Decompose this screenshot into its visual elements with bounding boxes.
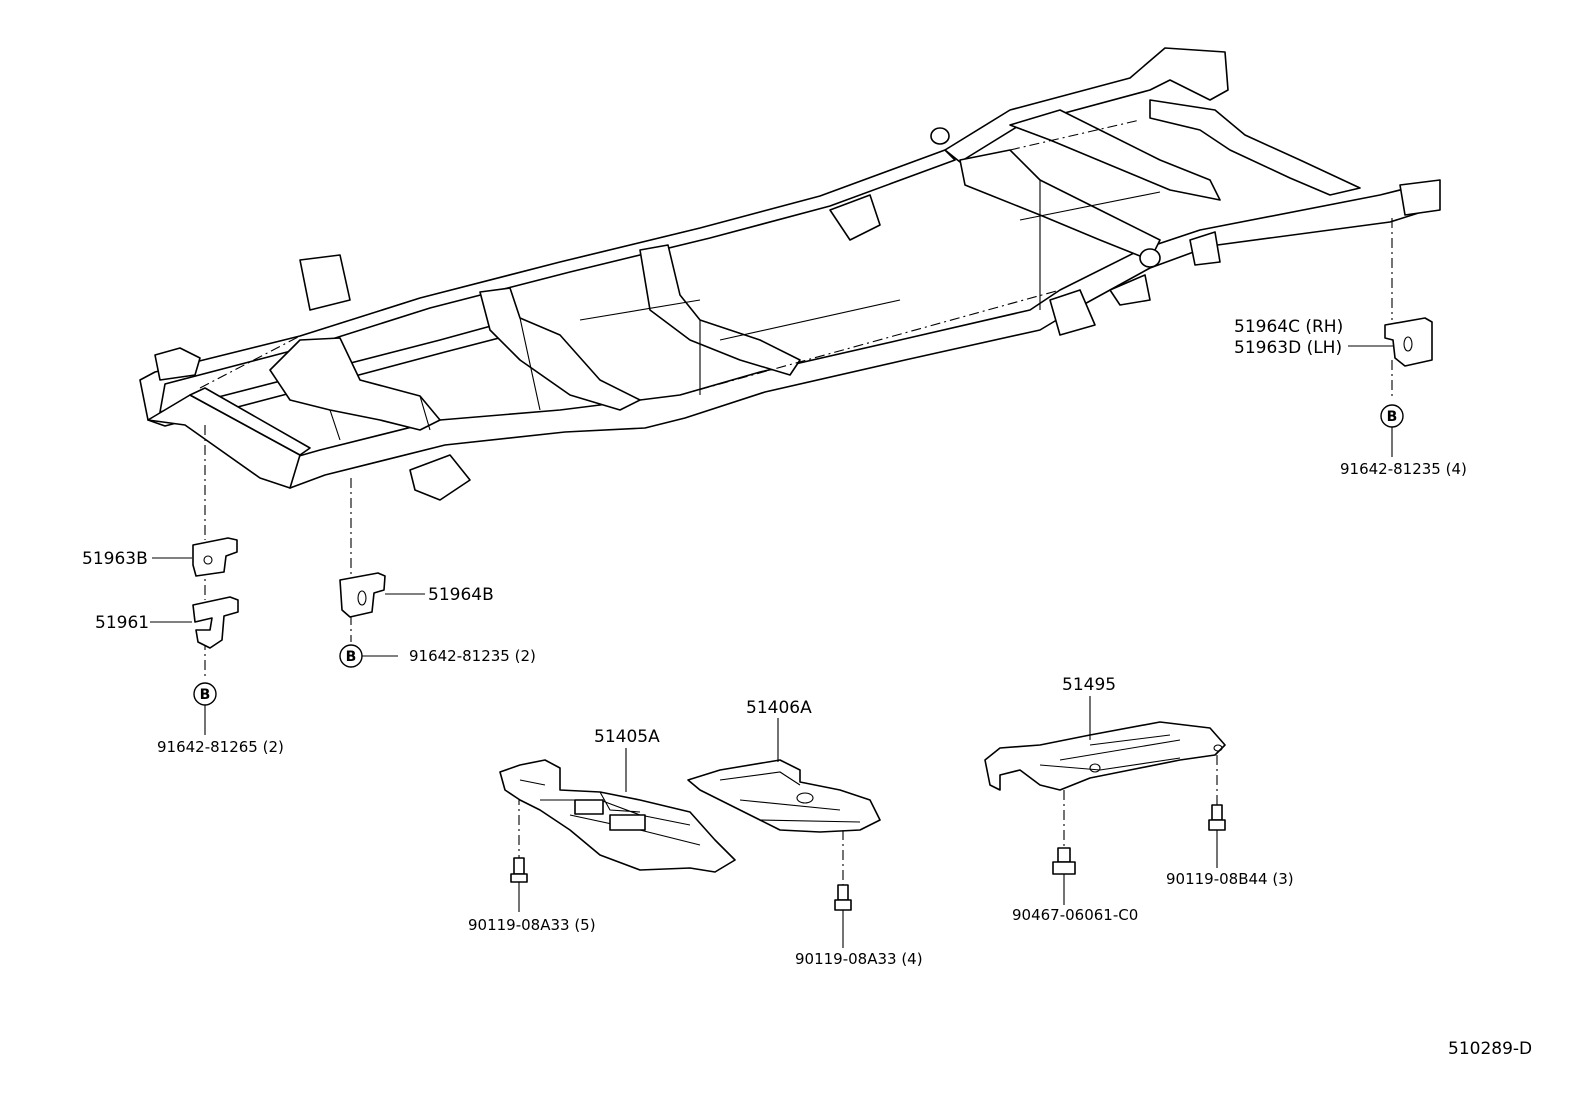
hook-51961 bbox=[192, 596, 239, 649]
label-51963D: 51963D (LH) bbox=[1234, 338, 1342, 358]
label-screw-rear-left: 90467-06061-C0 bbox=[1012, 906, 1138, 924]
label-51405A: 51405A bbox=[594, 727, 660, 747]
label-screw-front: 90119-08A33 (5) bbox=[468, 916, 596, 934]
screw-rear-right bbox=[1208, 804, 1226, 868]
label-bolt-rear: 91642-81235 (4) bbox=[1340, 460, 1467, 478]
bracket-51964C bbox=[1384, 317, 1433, 367]
label-51495: 51495 bbox=[1062, 675, 1116, 695]
label-51406A: 51406A bbox=[746, 698, 812, 718]
badge-b-mid: B bbox=[339, 644, 363, 668]
label-screw-mid: 90119-08A33 (4) bbox=[795, 950, 923, 968]
label-51964C: 51964C (RH) bbox=[1234, 317, 1343, 337]
leader-lines bbox=[204, 218, 1393, 885]
screw-front bbox=[510, 857, 528, 912]
screw-rear-left bbox=[1052, 847, 1076, 905]
label-51964B: 51964B bbox=[428, 585, 494, 605]
bracket-51963B bbox=[192, 537, 238, 577]
svg-text:B: B bbox=[346, 649, 357, 665]
cover-51405A bbox=[499, 759, 736, 873]
label-bolt-mid: 91642-81235 (2) bbox=[409, 647, 536, 665]
diagram-id: 510289-D bbox=[1448, 1039, 1532, 1059]
bracket-51964B bbox=[339, 572, 386, 618]
label-leaders bbox=[150, 345, 1393, 792]
label-screw-rear-right: 90119-08B44 (3) bbox=[1166, 870, 1294, 888]
svg-text:B: B bbox=[200, 687, 211, 703]
screw-mid bbox=[834, 884, 852, 948]
badge-b-rear: B bbox=[1380, 404, 1404, 428]
label-51963B: 51963B bbox=[82, 549, 148, 569]
label-51961: 51961 bbox=[95, 613, 149, 633]
cover-51495 bbox=[984, 721, 1226, 791]
cover-51406A bbox=[687, 759, 881, 833]
badge-b-front: B bbox=[193, 682, 217, 706]
label-bolt-front: 91642-81265 (2) bbox=[157, 738, 284, 756]
svg-text:B: B bbox=[1387, 409, 1398, 425]
vehicle-frame bbox=[139, 47, 1441, 501]
